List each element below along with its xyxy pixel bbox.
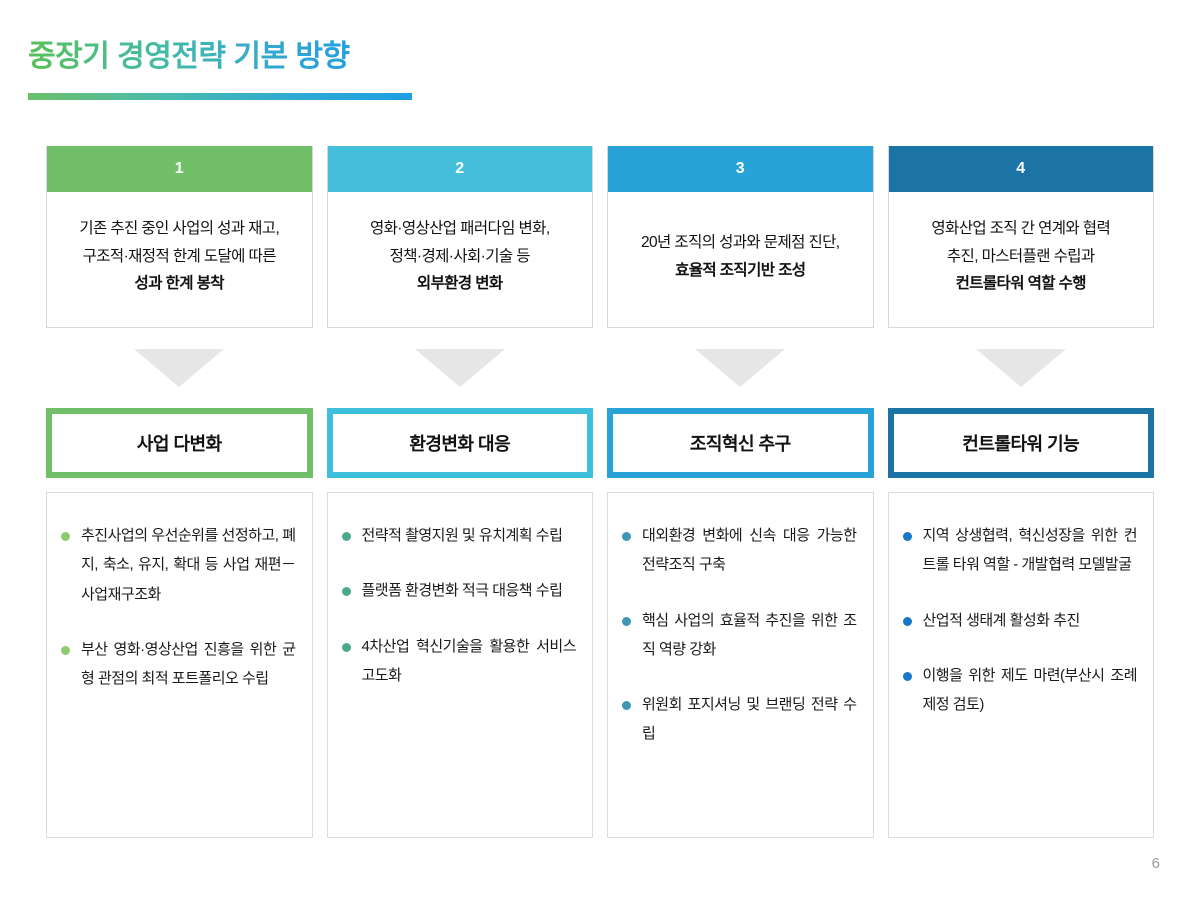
bullet-text: 추진사업의 우선순위를 선정하고, 폐지, 축소, 유지, 확대 등 사업 재편… [81,527,296,603]
bullet-text: 대외환경 변화에 신속 대응 가능한 전략조직 구축 [642,527,857,574]
bullet-dot-icon [341,587,351,597]
driver-card-body-3: 20년 조직의 성과와 문제점 진단, 효율적 조직기반 조성 [608,192,873,327]
flow-arrow-zone-3 [607,328,874,408]
strategy-label: 조직혁신 추구 [689,434,791,454]
driver-line: 정책·경제·사회·기술 등 [389,247,531,265]
driver-line: 영화·영상산업 패러다임 변화, [369,220,550,238]
driver-line: 영화산업 조직 간 연계와 협력 [931,220,1111,238]
driver-line: 성과 한계 봉착 [134,275,225,293]
bullet-text: 이행을 위한 제도 마련(부산시 조례 제정 검토) [922,666,1138,713]
strategy-label: 컨트롤타워 기능 [962,434,1080,454]
bullet-text: 부산 영화·영상산업 진흥을 위한 균형 관점의 최적 포트폴리오 수립 [81,640,296,687]
list-item: 전략적 촬영지원 및 유치계획 수립 [340,521,577,550]
bullet-dot-icon [622,616,631,626]
bullet-dot-icon [902,532,912,541]
driver-line: 효율적 조직기반 조성 [675,261,806,279]
driver-line: 컨트롤타워 역할 수행 [955,275,1087,293]
strategy-label: 환경변화 대응 [409,434,511,454]
driver-card-number-1: 1 [47,146,312,192]
driver-card-number-3: 3 [608,146,873,192]
driver-line: 구조적·재정적 한계 도달에 따른 [82,247,277,265]
bullet-text: 산업적 생태계 활성화 추진 [922,611,1081,629]
title-underline-rule [28,93,412,100]
title-block: 중장기 경영전략 기본 방향 [28,38,628,76]
driver-card-number-2: 2 [327,146,592,192]
bullet-dot-icon [61,532,70,541]
list-item: 핵심 사업의 효율적 추진을 위한 조직 역량 강화 [620,606,857,665]
bullet-dot-icon [61,645,70,655]
flow-arrow-zone-1 [46,328,313,408]
list-item: 산업적 생태계 활성화 추진 [901,606,1138,635]
bullet-text: 지역 상생협력, 혁신성장을 위한 컨트롤 타워 역할 - 개발협력 모델발굴 [922,527,1138,574]
driver-card-text-3: 20년 조직의 성과와 문제점 진단, 효율적 조직기반 조성 [641,229,840,284]
strategy-box-3[interactable]: 조직혁신 추구 [607,408,874,478]
list-item: 플랫폼 환경변화 적극 대응책 수립 [340,576,577,605]
bullet-text: 4차산업 혁신기술을 활용한 서비스 고도화 [361,637,577,684]
list-item: 지역 상생협력, 혁신성장을 위한 컨트롤 타워 역할 - 개발협력 모델발굴 [901,521,1138,580]
list-item: 위원회 포지셔닝 및 브랜딩 전략 수립 [620,690,857,749]
bullet-list: 추진사업의 우선순위를 선정하고, 폐지, 축소, 유지, 확대 등 사업 재편… [59,521,296,693]
bullet-text: 위원회 포지셔닝 및 브랜딩 전략 수립 [642,696,857,743]
strategy-box-2[interactable]: 환경변화 대응 [326,408,593,478]
driver-line: 20년 조직의 성과와 문제점 진단, [641,233,840,251]
list-item: 이행을 위한 제도 마련(부산시 조례 제정 검토) [901,661,1138,720]
bullet-dot-icon [622,532,631,541]
driver-line: 기존 추진 중인 사업의 성과 재고, [79,220,280,238]
list-item: 4차산업 혁신기술을 활용한 서비스 고도화 [340,632,577,691]
bullet-dot-icon [341,642,351,652]
driver-card-number-4: 4 [888,146,1153,192]
bullet-text: 핵심 사업의 효율적 추진을 위한 조직 역량 강화 [642,611,857,658]
list-item: 대외환경 변화에 신속 대응 가능한 전략조직 구축 [620,521,857,580]
flow-arrow-zone-4 [888,328,1155,408]
flow-arrow-zone-2 [327,328,594,408]
strategy-box-1[interactable]: 사업 다변화 [46,408,313,478]
bullet-panel-1: 추진사업의 우선순위를 선정하고, 폐지, 축소, 유지, 확대 등 사업 재편… [46,492,313,838]
strategy-box-4[interactable]: 컨트롤타워 기능 [887,408,1154,478]
strategy-label: 사업 다변화 [136,434,222,454]
bullet-text: 전략적 촬영지원 및 유치계획 수립 [361,527,563,544]
bullet-text: 플랫폼 환경변화 적극 대응책 수립 [361,582,563,600]
bullet-dot-icon [902,616,912,626]
driver-line: 외부환경 변화 [416,275,503,293]
down-arrow-icon [414,349,505,387]
bullet-dot-icon [902,671,912,681]
bullet-dot-icon [341,532,351,541]
down-arrow-icon [975,349,1066,387]
page-title: 중장기 경영전략 기본 방향 [28,38,350,76]
driver-card-3: 3 20년 조직의 성과와 문제점 진단, 효율적 조직기반 조성 [607,146,874,328]
list-item: 부산 영화·영상산업 진흥을 위한 균형 관점의 최적 포트폴리오 수립 [59,635,296,694]
driver-line: 추진, 마스터플랜 수립과 [946,247,1095,265]
bullet-dot-icon [622,701,631,710]
page-number: 6 [1151,855,1160,872]
down-arrow-icon [134,349,225,387]
down-arrow-icon [695,349,786,387]
list-item: 추진사업의 우선순위를 선정하고, 폐지, 축소, 유지, 확대 등 사업 재편… [59,521,296,609]
